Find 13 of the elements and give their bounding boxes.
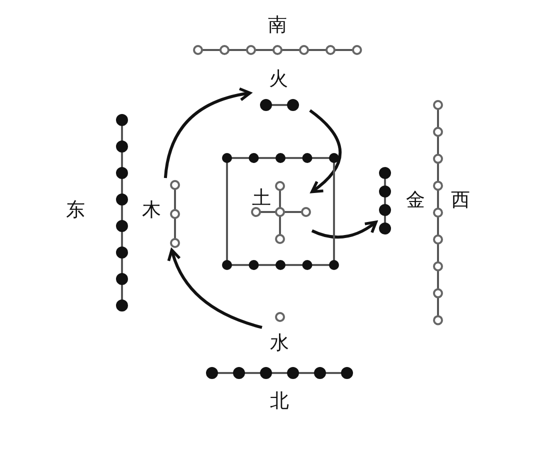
arrow xyxy=(309,109,342,194)
direction-label: 东 xyxy=(66,199,85,221)
arrow xyxy=(311,220,378,239)
element-character: 水 xyxy=(270,332,289,354)
element-character: 金 xyxy=(406,189,425,211)
element-character: 土 xyxy=(252,187,271,209)
direction-label: 北 xyxy=(270,390,289,412)
direction-label: 南 xyxy=(268,14,287,36)
direction-label: 西 xyxy=(451,189,470,211)
element-character: 火 xyxy=(269,68,288,90)
arrow xyxy=(168,248,262,329)
element-character: 木 xyxy=(142,199,161,221)
arrow xyxy=(164,88,252,178)
